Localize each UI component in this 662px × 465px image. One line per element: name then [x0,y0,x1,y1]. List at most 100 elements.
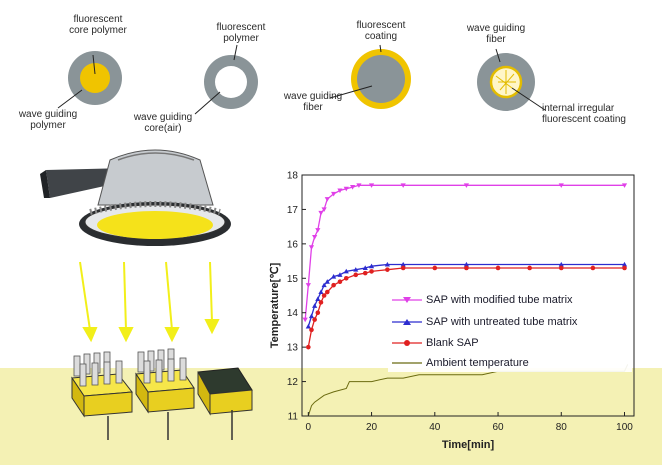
series-0-point [368,183,375,188]
series-2-point [309,327,314,333]
series-2-point [495,265,501,271]
series-0-point [308,245,315,250]
light-rays [79,261,220,343]
series-2-point [306,344,311,350]
series-2-point [324,289,330,295]
fiber-1-core [80,63,110,93]
tube-matrix-untreated [135,348,195,440]
series-0-point [356,183,362,188]
series-2-point [590,265,596,271]
series-0-point [331,191,337,197]
legend-markers [392,297,422,364]
fiber-cross-sections [57,44,546,115]
y-axis-title: Temperature[℃] [269,262,281,348]
series-0-point [305,283,311,288]
series-0-point [315,228,321,233]
series-0-point [343,186,349,192]
lamp-light-source [97,211,213,239]
chart-legend: SAP with modified tube matrix SAP with u… [388,290,632,372]
fiber-1-caption: wave guiding polymer [18,109,78,131]
legend-label-ambient: Ambient temperature [426,357,529,369]
fiber-4-label: wave guiding fiber [466,23,526,45]
series-0-point [312,234,318,240]
series-1-point [463,261,470,267]
series-2-point [343,275,349,281]
series-1-point [331,273,337,279]
series-1-point [315,296,321,301]
series-0-point [621,183,628,188]
series-line-0 [304,184,625,320]
series-2-point [527,265,532,271]
series-2-point [318,300,324,305]
legend-marker-modified [392,297,422,303]
series-2-point [337,279,343,285]
series-2-point [432,265,438,271]
series-1-point [621,261,628,267]
series-1-point [343,268,349,274]
series-2-point [331,282,336,288]
series-1-point [353,267,359,272]
x-axis-title: Time[min] [442,439,495,451]
series-0-point [349,185,356,190]
series-1-point [400,261,406,267]
series-0-point [302,317,308,323]
series-1-point [321,282,327,288]
y-tick-label: 17 [287,205,299,216]
series-2-point [315,310,321,316]
series-0-point [318,210,324,216]
series-0-point [400,183,406,188]
plot-frame [301,174,635,417]
y-tick-label: 13 [287,343,299,354]
y-tick-label: 14 [287,308,299,319]
fiber-3-label: fluorescent coating [356,20,406,42]
series-0-point [463,183,470,188]
series-line-3 [307,364,629,417]
fiber-2-caption: wave guiding core(air) [133,112,193,134]
series-2-point [312,317,317,322]
legend-marker-blank [392,340,422,346]
series-0-point [324,197,330,202]
series-line-2 [307,267,625,348]
fiber-type-1 [57,51,122,109]
y-tick-label: 15 [287,274,299,285]
fiber-4-caption: internal irregular fluorescent coating [542,103,626,125]
series-2-point [353,272,359,278]
fiber-3-fiber [357,55,405,103]
y-tick-label: 16 [287,239,299,250]
series-2-point [369,269,374,274]
series-2-point [464,265,469,271]
y-tick-label: 11 [288,412,299,423]
series-1-point [312,303,318,308]
series-1-point [318,289,324,295]
series-0-point [321,207,327,213]
fiber-3-caption: wave guiding fiber [283,91,343,113]
series-1-point [384,261,390,267]
legend-marker-untreated [392,319,422,325]
series-1-point [308,313,315,319]
y-tick-label: 18 [287,171,299,182]
x-tick-label: 20 [366,422,378,433]
legend-label-modified: SAP with modified tube matrix [426,294,573,306]
series-1-point [305,323,311,329]
series-2-point [385,267,390,272]
series-2-point [622,265,627,271]
fiber-2-air-core [215,66,247,98]
fiber-type-2 [194,44,258,115]
legend-label-untreated: SAP with untreated tube matrix [426,316,578,328]
x-tick-label: 60 [492,422,504,433]
fiber-type-4 [477,48,546,111]
x-tick-label: 0 [306,422,312,433]
x-tick-label: 40 [429,422,441,433]
series-2-point [362,270,368,276]
series-1-point [324,279,330,284]
series-1-point [337,272,343,277]
x-tick-label: 100 [616,422,633,433]
tube-matrix-modified [71,351,133,440]
fiber-type-3 [329,44,411,109]
series-2-point [321,293,327,298]
series-0-point [558,183,564,188]
fiber-1-core-label: fluorescent core polymer [69,14,127,36]
series-2-point [400,265,406,271]
